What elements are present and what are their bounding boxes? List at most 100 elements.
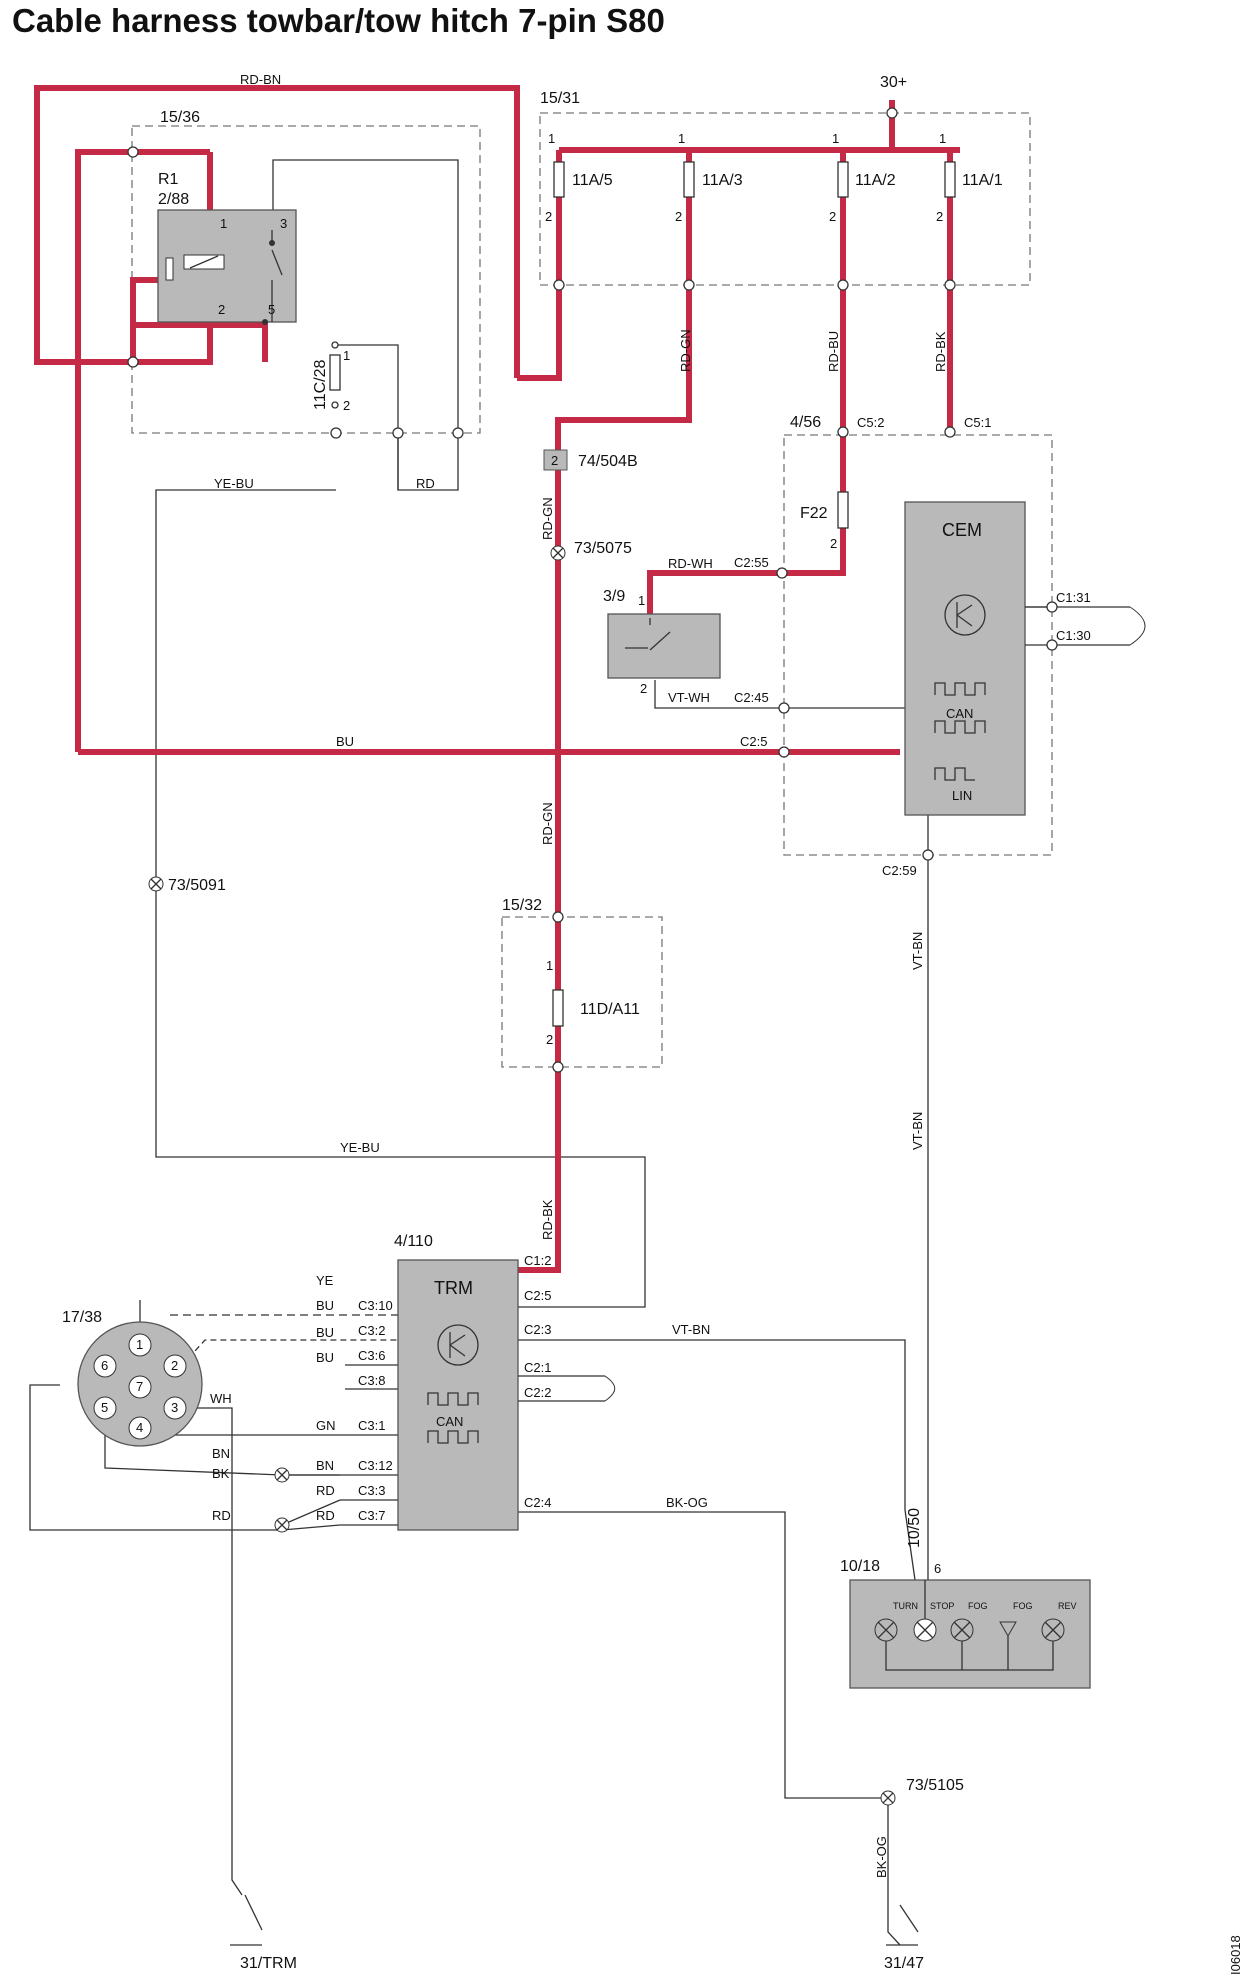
fusebox-15-31-label: 15/31 bbox=[540, 90, 580, 107]
svg-text:C3:1: C3:1 bbox=[358, 1418, 385, 1433]
cem-can-label: CAN bbox=[946, 706, 973, 721]
svg-text:STOP: STOP bbox=[930, 1601, 954, 1611]
svg-text:BN: BN bbox=[316, 1458, 334, 1473]
svg-text:2: 2 bbox=[829, 209, 836, 224]
svg-text:C2:5: C2:5 bbox=[740, 734, 767, 749]
svg-text:RD: RD bbox=[316, 1483, 335, 1498]
svg-text:4: 4 bbox=[136, 1420, 143, 1435]
svg-text:1: 1 bbox=[343, 348, 350, 363]
svg-text:2: 2 bbox=[675, 209, 682, 224]
fuse-11a3-label: 11A/3 bbox=[702, 172, 743, 189]
fusebox-15-32-label: 15/32 bbox=[502, 897, 542, 914]
svg-text:2: 2 bbox=[171, 1358, 178, 1373]
svg-text:C5:1: C5:1 bbox=[964, 415, 991, 430]
svg-text:RD: RD bbox=[212, 1508, 231, 1523]
svg-text:FOG: FOG bbox=[968, 1601, 988, 1611]
connector-74-504b bbox=[543, 449, 568, 471]
svg-text:C2:3: C2:3 bbox=[524, 1322, 551, 1337]
relay-item-11c28 bbox=[329, 341, 341, 409]
svg-text:BN: BN bbox=[212, 1446, 230, 1461]
svg-text:C2:59: C2:59 bbox=[882, 863, 917, 878]
svg-text:2: 2 bbox=[546, 1032, 553, 1047]
fuse-f22-label: F22 bbox=[800, 505, 828, 522]
svg-text:C1:30: C1:30 bbox=[1056, 628, 1091, 643]
fuse-11d-a11 bbox=[552, 989, 564, 1027]
lamp-conn-label: 10/50 bbox=[906, 1508, 923, 1548]
fuse-f22 bbox=[837, 491, 849, 529]
svg-text:6: 6 bbox=[934, 1561, 941, 1576]
switch-3-9 bbox=[607, 613, 721, 679]
trm-id-label: 4/110 bbox=[394, 1233, 433, 1250]
svg-text:VT-BN: VT-BN bbox=[910, 1112, 925, 1150]
svg-text:C1:2: C1:2 bbox=[524, 1253, 551, 1268]
svg-text:2: 2 bbox=[830, 536, 837, 551]
svg-text:C2:2: C2:2 bbox=[524, 1385, 551, 1400]
svg-text:C1:31: C1:31 bbox=[1056, 590, 1091, 605]
svg-text:FOG: FOG bbox=[1013, 1601, 1033, 1611]
trm-can-label: CAN bbox=[436, 1414, 463, 1429]
svg-text:1: 1 bbox=[548, 131, 555, 146]
svg-text:VT-BN: VT-BN bbox=[672, 1322, 710, 1337]
svg-text:RD-BU: RD-BU bbox=[826, 331, 841, 372]
svg-text:BK: BK bbox=[212, 1466, 230, 1481]
fuses-15-31: 11A/5 11A/3 11A/2 11A/1 1 1 1 1 2 2 2 2 bbox=[545, 131, 1003, 224]
svg-text:RD-GN: RD-GN bbox=[678, 329, 693, 372]
lamp-unit-10-18 bbox=[849, 1579, 1091, 1689]
svg-text:C3:2: C3:2 bbox=[358, 1323, 385, 1338]
svg-text:2: 2 bbox=[936, 209, 943, 224]
svg-text:2: 2 bbox=[218, 302, 225, 317]
svg-text:1: 1 bbox=[832, 131, 839, 146]
svg-text:BK-OG: BK-OG bbox=[874, 1836, 889, 1878]
fuse-11a5-label: 11A/5 bbox=[572, 172, 613, 189]
switch-label: 3/9 bbox=[603, 588, 625, 605]
svg-text:YE: YE bbox=[316, 1273, 334, 1288]
svg-text:2: 2 bbox=[551, 453, 558, 468]
lamp-unit-label: 10/18 bbox=[840, 1558, 880, 1575]
cem-module bbox=[904, 501, 1026, 816]
relay-name: R1 bbox=[158, 171, 179, 188]
svg-text:RD-BK: RD-BK bbox=[933, 331, 948, 372]
relaybox-15-36-label: 15/36 bbox=[160, 109, 200, 126]
svg-text:BU: BU bbox=[336, 734, 354, 749]
svg-text:RD-GN: RD-GN bbox=[540, 497, 555, 540]
svg-text:RD-BK: RD-BK bbox=[540, 1199, 555, 1240]
diagram-title: Cable harness towbar/tow hitch 7-pin S80 bbox=[12, 2, 665, 39]
svg-text:GN: GN bbox=[316, 1418, 336, 1433]
svg-text:BU: BU bbox=[316, 1325, 334, 1340]
svg-text:C2:55: C2:55 bbox=[734, 555, 769, 570]
svg-text:C2:1: C2:1 bbox=[524, 1360, 551, 1375]
svg-text:C3:12: C3:12 bbox=[358, 1458, 393, 1473]
cem-4-56-outline bbox=[783, 434, 1053, 856]
relaybox-15-36-outline bbox=[131, 125, 481, 434]
cem-lin-label: LIN bbox=[952, 788, 972, 803]
fuse-11a2-label: 11A/2 bbox=[855, 172, 896, 189]
image-code: I06018 bbox=[1228, 1935, 1243, 1975]
svg-text:6: 6 bbox=[101, 1358, 108, 1373]
svg-text:C3:7: C3:7 bbox=[358, 1508, 385, 1523]
svg-text:1: 1 bbox=[136, 1337, 143, 1352]
relay-r1 bbox=[157, 209, 297, 325]
svg-text:C2:5: C2:5 bbox=[524, 1288, 551, 1303]
svg-text:2: 2 bbox=[640, 681, 647, 696]
power-wires bbox=[34, 85, 960, 1273]
svg-text:1: 1 bbox=[638, 593, 645, 608]
svg-text:5: 5 bbox=[268, 302, 275, 317]
svg-text:C3:8: C3:8 bbox=[358, 1373, 385, 1388]
svg-text:RD: RD bbox=[316, 1508, 335, 1523]
cem-box-label: 4/56 bbox=[790, 414, 821, 431]
svg-text:C3:6: C3:6 bbox=[358, 1348, 385, 1363]
splice-5105-label: 73/5105 bbox=[906, 1777, 964, 1794]
svg-text:5: 5 bbox=[101, 1400, 108, 1415]
svg-text:2: 2 bbox=[343, 398, 350, 413]
svg-text:YE-BU: YE-BU bbox=[214, 476, 254, 491]
svg-text:1: 1 bbox=[939, 131, 946, 146]
svg-text:C3:10: C3:10 bbox=[358, 1298, 393, 1313]
thin-wires bbox=[29, 159, 1052, 1946]
power-30-label: 30+ bbox=[880, 74, 907, 91]
trm-label: TRM bbox=[434, 1278, 473, 1298]
svg-text:C3:3: C3:3 bbox=[358, 1483, 385, 1498]
cem-label: CEM bbox=[942, 520, 982, 540]
svg-text:C2:4: C2:4 bbox=[524, 1495, 551, 1510]
svg-text:WH: WH bbox=[210, 1391, 232, 1406]
